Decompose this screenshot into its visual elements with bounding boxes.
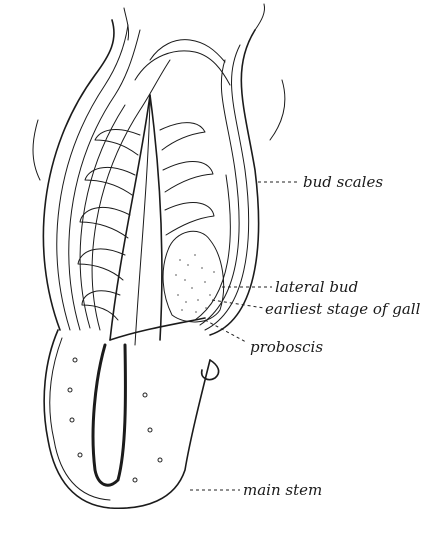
label-main-stem-group: main stem (190, 481, 322, 499)
lateral-bud (163, 231, 224, 322)
label-proboscis: proboscis (250, 338, 323, 356)
bud-scales (33, 4, 285, 335)
stem-cells (68, 358, 162, 482)
label-earliest-stage: earliest stage of gall (265, 300, 421, 318)
label-lateral-bud-group: lateral bud (222, 278, 358, 296)
label-earliest-stage-group: earliest stage of gall (212, 300, 421, 318)
label-bud-scales-group: bud scales (258, 173, 383, 191)
proboscis-line (110, 318, 205, 340)
central-leaf (78, 95, 214, 345)
label-main-stem: main stem (243, 481, 322, 499)
label-bud-scales: bud scales (303, 173, 383, 191)
label-proboscis-group: proboscis (205, 320, 323, 356)
label-lateral-bud: lateral bud (275, 278, 358, 296)
gall-stipple (175, 254, 215, 313)
main-stem (44, 330, 218, 508)
